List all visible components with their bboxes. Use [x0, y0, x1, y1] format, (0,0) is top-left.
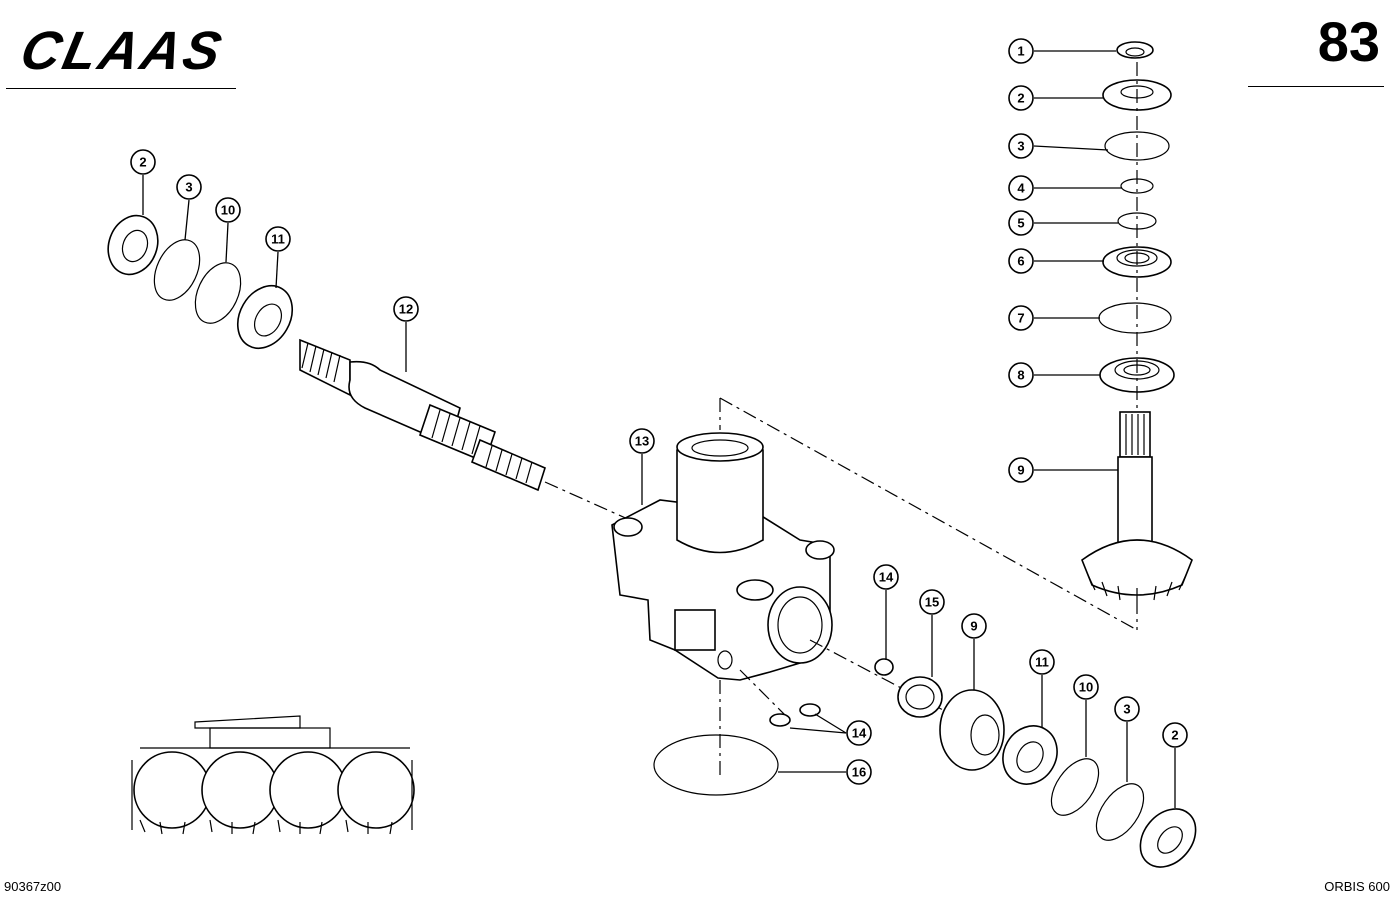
svg-text:16: 16: [852, 765, 866, 780]
callout-11-left: 11: [265, 226, 291, 252]
svg-text:14: 14: [852, 726, 867, 741]
svg-text:2: 2: [1171, 728, 1178, 743]
callout-11-right: 11: [1029, 649, 1055, 675]
svg-text:3: 3: [1017, 139, 1024, 154]
page-number: 83: [1317, 10, 1380, 73]
callout-3-left: 3: [176, 174, 202, 200]
svg-text:9: 9: [970, 619, 977, 634]
callout-13: 13: [629, 428, 655, 454]
callout-14-upper: 14: [873, 564, 899, 590]
callout-9-shaft: 9: [1008, 457, 1034, 483]
callout-8: 8: [1008, 362, 1034, 388]
callout-1: 1: [1008, 38, 1034, 64]
header-rule-right: [1248, 86, 1384, 87]
callout-9-gear: 9: [961, 613, 987, 639]
callout-2-right: 2: [1162, 722, 1188, 748]
svg-text:11: 11: [271, 232, 285, 247]
svg-text:3: 3: [185, 180, 192, 195]
svg-text:13: 13: [635, 434, 649, 449]
leader-lines: [142, 50, 1176, 808]
model-name: ORBIS 600: [1324, 879, 1390, 894]
svg-text:6: 6: [1017, 254, 1024, 269]
svg-text:1: 1: [1017, 44, 1024, 59]
callout-4: 4: [1008, 175, 1034, 201]
callout-3-right: 3: [1114, 696, 1140, 722]
callout-12: 12: [393, 296, 419, 322]
callout-15: 15: [919, 589, 945, 615]
drawing-code: 90367z00: [4, 879, 62, 894]
output-assembly: [653, 658, 1197, 868]
svg-text:8: 8: [1017, 368, 1024, 383]
callout-16: 16: [846, 759, 872, 785]
svg-text:14: 14: [879, 570, 894, 585]
svg-text:15: 15: [925, 595, 939, 610]
callout-7: 7: [1008, 305, 1034, 331]
svg-text:2: 2: [139, 155, 146, 170]
callout-14-lower: 14: [846, 720, 872, 746]
mower-overview-inset: [131, 715, 415, 835]
callout-6: 6: [1008, 248, 1034, 274]
svg-text:10: 10: [221, 203, 235, 218]
svg-text:4: 4: [1017, 181, 1025, 196]
svg-text:2: 2: [1017, 91, 1024, 106]
callout-3: 3: [1008, 133, 1034, 159]
svg-text:5: 5: [1017, 216, 1024, 231]
callout-5: 5: [1008, 210, 1034, 236]
header-rule-left: [6, 88, 236, 89]
callout-2: 2: [1008, 85, 1034, 111]
callout-10-left: 10: [215, 197, 241, 223]
gear-housing: [611, 432, 835, 681]
callout-10-right: 10: [1073, 674, 1099, 700]
svg-text:9: 9: [1017, 463, 1024, 478]
svg-text:11: 11: [1035, 655, 1049, 670]
svg-text:3: 3: [1123, 702, 1130, 717]
svg-text:7: 7: [1017, 311, 1024, 326]
svg-text:10: 10: [1079, 680, 1093, 695]
callout-2-left: 2: [130, 149, 156, 175]
svg-text:12: 12: [399, 302, 413, 317]
input-shaft-assembly: [107, 214, 546, 492]
